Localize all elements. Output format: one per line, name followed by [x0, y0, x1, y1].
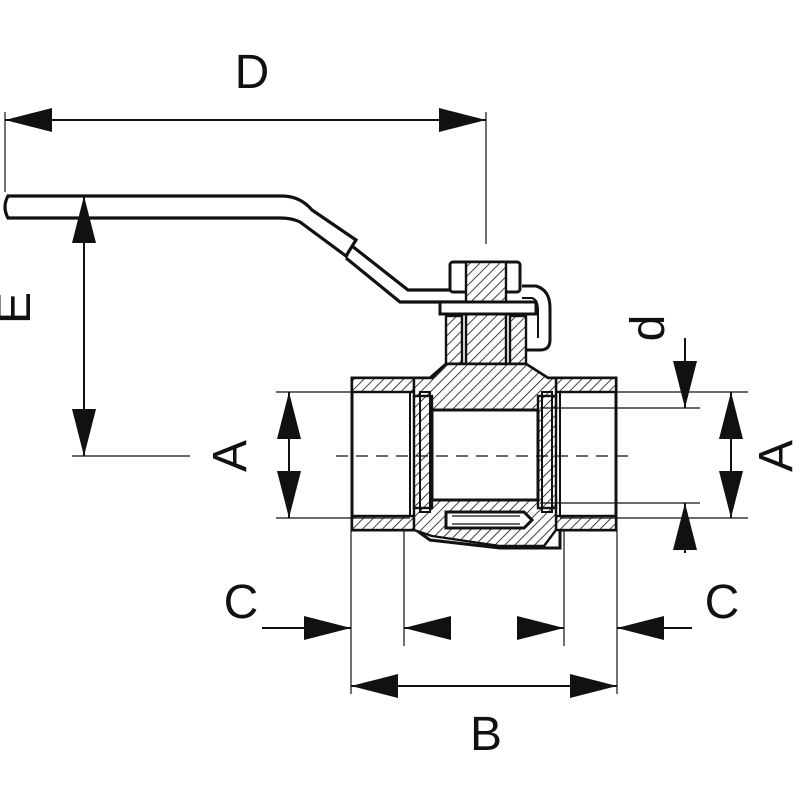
valve-stem [438, 260, 552, 400]
dimension-a-left: A [204, 391, 410, 519]
dimension-c-left: C [224, 530, 451, 694]
label-a-right: A [750, 440, 800, 472]
label-b: B [470, 708, 502, 761]
label-d-upper: D [235, 46, 270, 99]
dimension-small-d: d [540, 315, 700, 553]
label-small-d: d [622, 315, 675, 342]
label-a-left: A [204, 440, 257, 472]
dimension-c-right: C [517, 530, 739, 694]
dimension-e: E [0, 196, 190, 457]
label-c-right: C [705, 576, 740, 629]
label-e: E [0, 292, 41, 324]
dimension-b: B [351, 674, 617, 761]
dimension-a-right: A [560, 391, 800, 519]
dimension-d: D [4, 46, 487, 244]
label-c-left: C [224, 576, 259, 629]
lever-handle [3, 194, 470, 304]
